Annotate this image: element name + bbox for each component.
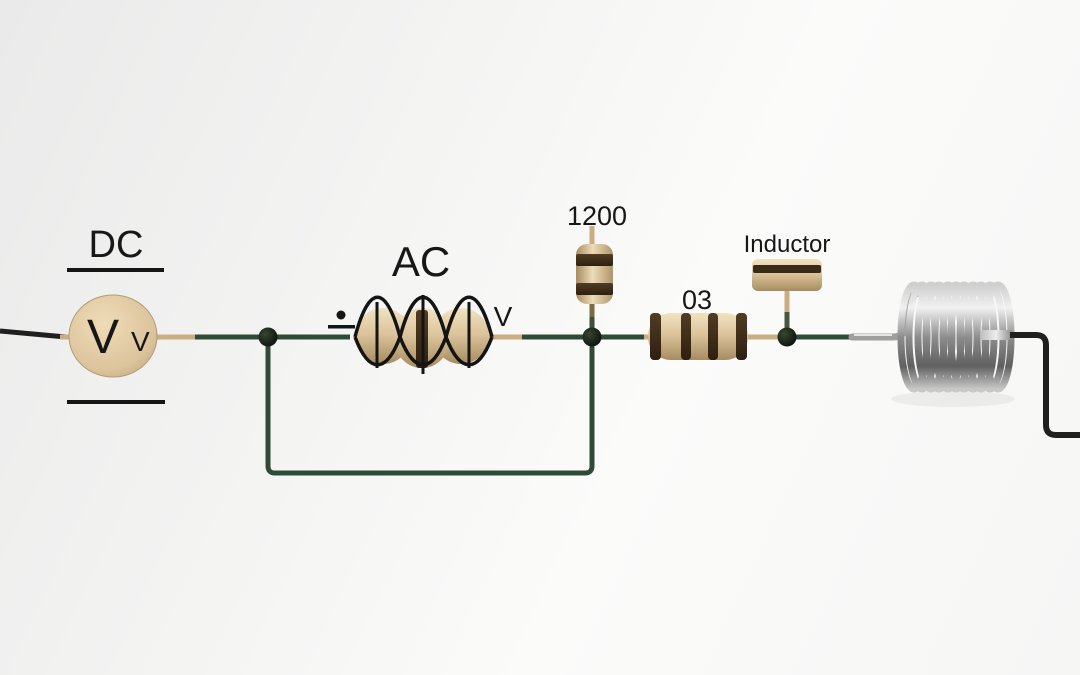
coil-output-ferrule <box>980 330 1012 340</box>
junction-node-a <box>258 327 278 347</box>
voltmeter-symbol: V <box>87 311 119 364</box>
series-resistor-group: 03 <box>648 285 748 360</box>
input-wire-black <box>0 328 67 340</box>
shunt-value-label: 1200 <box>567 201 627 231</box>
coil-shadow <box>891 391 1015 407</box>
voltmeter-dial <box>68 294 158 378</box>
junction-node-c <box>777 327 797 347</box>
dc-top-line <box>67 268 164 272</box>
shunt-band-bottom <box>576 283 613 295</box>
resistor-band-3 <box>708 313 718 360</box>
ac-dot-underline <box>328 325 355 329</box>
ac-source-group: AC V <box>328 238 513 374</box>
resistor-band-4 <box>736 313 747 360</box>
dc-bottom-line <box>67 400 165 404</box>
inductor-tap-group: Inductor <box>744 231 831 291</box>
dc-voltmeter-group: DC V V <box>67 224 165 404</box>
inductor-bar <box>752 259 822 291</box>
ac-label: AC <box>392 238 450 285</box>
ac-dot-terminal-icon <box>336 310 346 320</box>
shunt-component-group: 1200 <box>567 201 627 304</box>
resistor-body <box>648 313 748 360</box>
inductor-bar-stripe <box>753 265 821 273</box>
resistor-band-2 <box>681 313 691 360</box>
inductor-label: Inductor <box>744 231 831 258</box>
shunt-band-top <box>576 254 613 266</box>
coil-group <box>848 281 1080 438</box>
junction-node-b <box>582 327 602 347</box>
bypass-loop-wire <box>265 340 595 476</box>
dc-label: DC <box>89 224 144 266</box>
ac-terminal-v-label: V <box>494 301 513 332</box>
output-wire-black <box>1010 332 1080 438</box>
resistor-band-1 <box>650 313 661 360</box>
resistor-value-label: 03 <box>682 285 712 315</box>
voltmeter-symbol-small: V <box>131 326 150 357</box>
